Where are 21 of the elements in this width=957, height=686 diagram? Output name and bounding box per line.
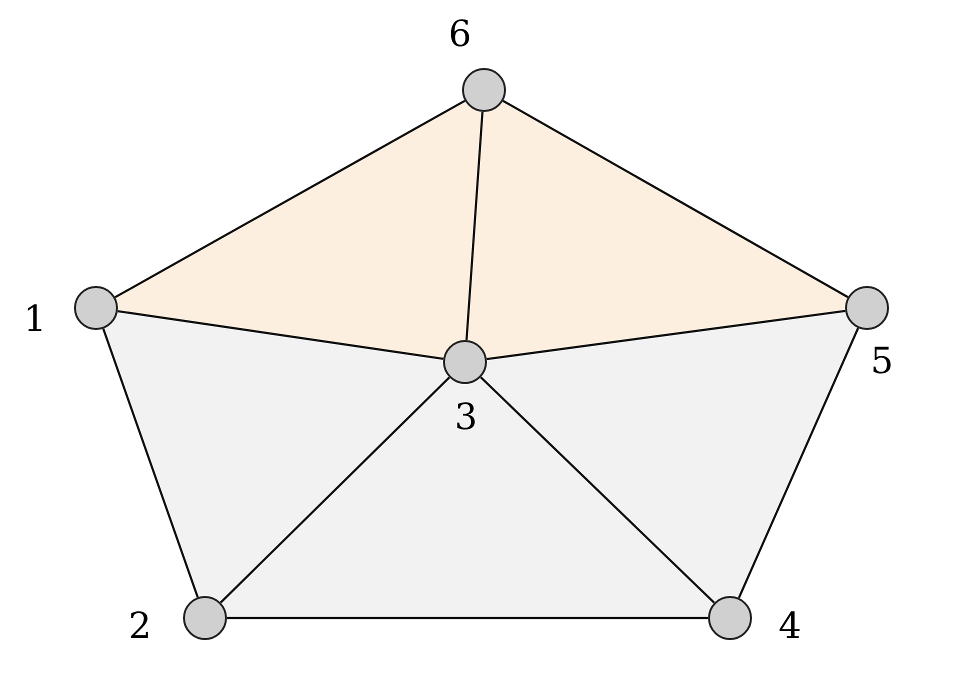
connector-line (480, 376, 715, 604)
connector-line (114, 100, 466, 298)
connector-line (227, 616, 708, 620)
connector-line (738, 328, 860, 598)
vertex-circle (462, 68, 506, 112)
connector-line (220, 376, 450, 604)
connector-line (465, 112, 484, 340)
vertex-number: 6 (448, 17, 472, 53)
vertex-circle (845, 286, 889, 330)
connector-line (486, 310, 846, 360)
vertex-circle (183, 596, 227, 640)
connector-line (118, 310, 444, 360)
connector-line (102, 328, 199, 598)
vertex-circle (74, 286, 118, 330)
vertex-number: 1 (24, 302, 46, 338)
vertex-number: 5 (870, 344, 894, 380)
vertex-number: 3 (454, 400, 478, 436)
vertex-circle (708, 596, 752, 640)
connector-line (502, 100, 848, 298)
vertex-number: 4 (778, 609, 802, 645)
vertex-number: 2 (128, 609, 152, 645)
